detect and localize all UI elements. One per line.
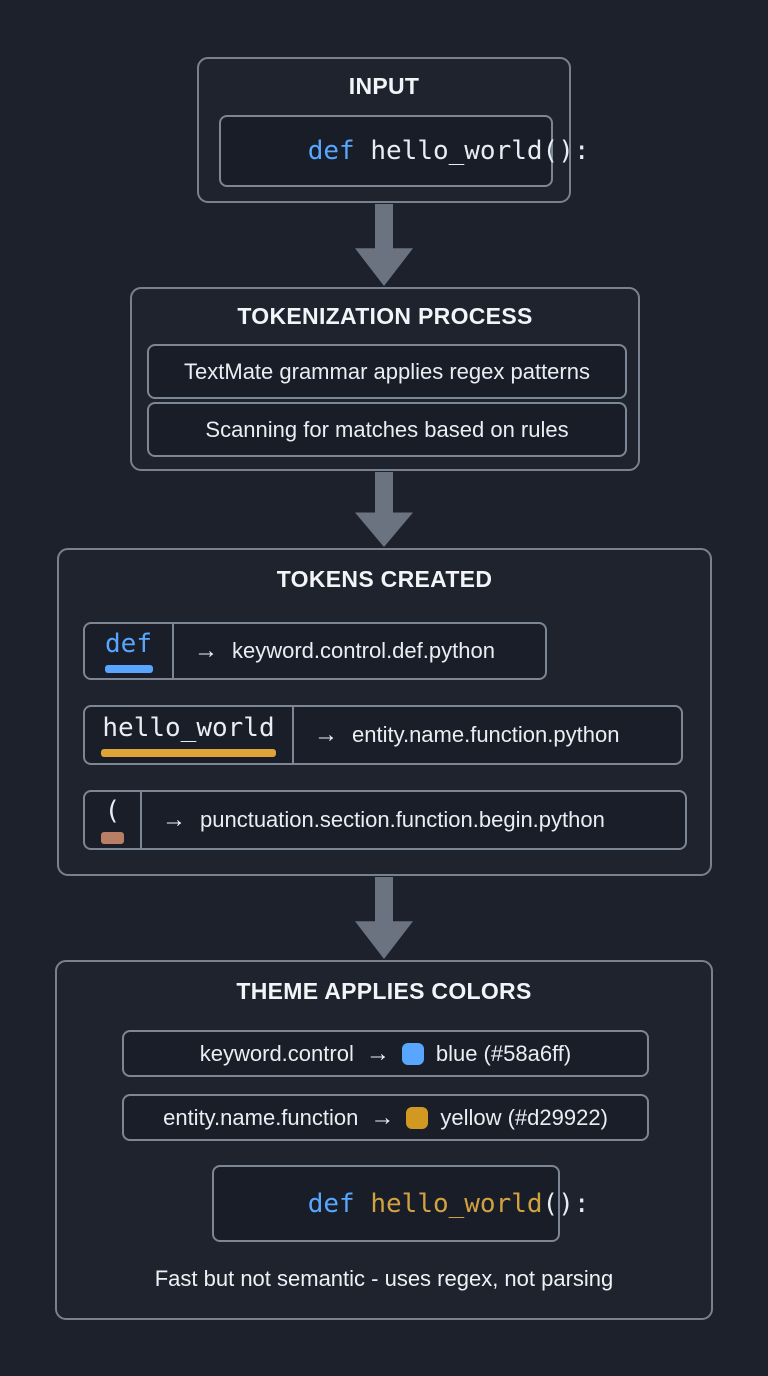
code-rest: hello_world(): bbox=[354, 136, 590, 166]
right-arrow-icon: → bbox=[314, 721, 338, 748]
code-keyword: def bbox=[307, 1188, 355, 1219]
mapping-scope: keyword.control bbox=[199, 1040, 354, 1066]
input-box: INPUT def hello_world(): bbox=[197, 57, 590, 203]
tokenization-step-1: TextMate grammar applies regex patterns bbox=[147, 344, 627, 399]
result-code-line: def hello_world(): bbox=[183, 1159, 590, 1249]
result-code-box: def hello_world(): bbox=[212, 1165, 590, 1242]
yellow-color-swatch bbox=[406, 1106, 429, 1129]
mapping-label: yellow (#d29922) bbox=[440, 1104, 608, 1130]
footer-note: Fast but not semantic - uses regex, not … bbox=[154, 1266, 614, 1291]
token-underline-swatch bbox=[101, 832, 124, 844]
input-title: INPUT bbox=[348, 73, 420, 99]
right-arrow-icon: → bbox=[162, 806, 186, 833]
code-punctuation: (): bbox=[542, 1188, 590, 1219]
step-label: TextMate grammar applies regex patterns bbox=[184, 358, 590, 384]
scope-text: punctuation.section.function.begin.pytho… bbox=[200, 807, 605, 832]
token-text: ( bbox=[104, 796, 121, 826]
token-cell: hello_world bbox=[85, 707, 294, 763]
down-arrow-icon bbox=[355, 204, 413, 286]
scope-cell: → keyword.control.def.python bbox=[174, 624, 545, 678]
tokens-box: TOKENS CREATED def → keyword.control.def… bbox=[57, 548, 712, 876]
right-arrow-icon: → bbox=[370, 1103, 395, 1131]
tokenization-title: TOKENIZATION PROCESS bbox=[237, 303, 533, 329]
down-arrow-icon bbox=[355, 877, 413, 959]
token-cell: ( bbox=[85, 792, 142, 848]
scope-text: entity.name.function.python bbox=[352, 722, 620, 747]
token-row-paren: ( → punctuation.section.function.begin.p… bbox=[83, 790, 687, 850]
input-code-line: def hello_world(): bbox=[183, 106, 590, 196]
scope-text: keyword.control.def.python bbox=[232, 638, 495, 663]
code-keyword: def bbox=[307, 136, 355, 166]
token-cell: def bbox=[85, 624, 174, 678]
code-space bbox=[355, 1189, 371, 1219]
theme-mapping-keyword: keyword.control → blue (#58a6ff) bbox=[122, 1030, 649, 1077]
step-label: Scanning for matches based on rules bbox=[205, 416, 569, 442]
right-arrow-icon: → bbox=[365, 1039, 390, 1067]
theme-title: THEME APPLIES COLORS bbox=[236, 978, 532, 1004]
code-function-name: hello_world bbox=[370, 1188, 543, 1219]
tokenization-box: TOKENIZATION PROCESS TextMate grammar ap… bbox=[130, 287, 640, 471]
token-row-hello-world: hello_world → entity.name.function.pytho… bbox=[83, 705, 683, 765]
mapping-label: blue (#58a6ff) bbox=[435, 1040, 572, 1066]
token-row-def: def → keyword.control.def.python bbox=[83, 622, 547, 680]
tokenization-step-2: Scanning for matches based on rules bbox=[147, 402, 627, 457]
mapping-scope: entity.name.function bbox=[163, 1104, 359, 1130]
token-underline-swatch bbox=[101, 749, 276, 757]
blue-color-swatch bbox=[401, 1042, 424, 1065]
scope-cell: → punctuation.section.function.begin.pyt… bbox=[142, 792, 685, 848]
theme-mapping-function: entity.name.function → yellow (#d29922) bbox=[122, 1094, 649, 1141]
token-underline-swatch bbox=[104, 665, 153, 673]
right-arrow-icon: → bbox=[194, 637, 218, 664]
scope-cell: → entity.name.function.python bbox=[294, 707, 681, 763]
token-text: hello_world bbox=[102, 713, 275, 743]
theme-box: THEME APPLIES COLORS keyword.control → b… bbox=[55, 960, 713, 1320]
down-arrow-icon bbox=[355, 472, 413, 547]
tokens-title: TOKENS CREATED bbox=[276, 566, 493, 592]
input-code-box: def hello_world(): bbox=[219, 115, 590, 187]
token-text: def bbox=[105, 629, 152, 659]
